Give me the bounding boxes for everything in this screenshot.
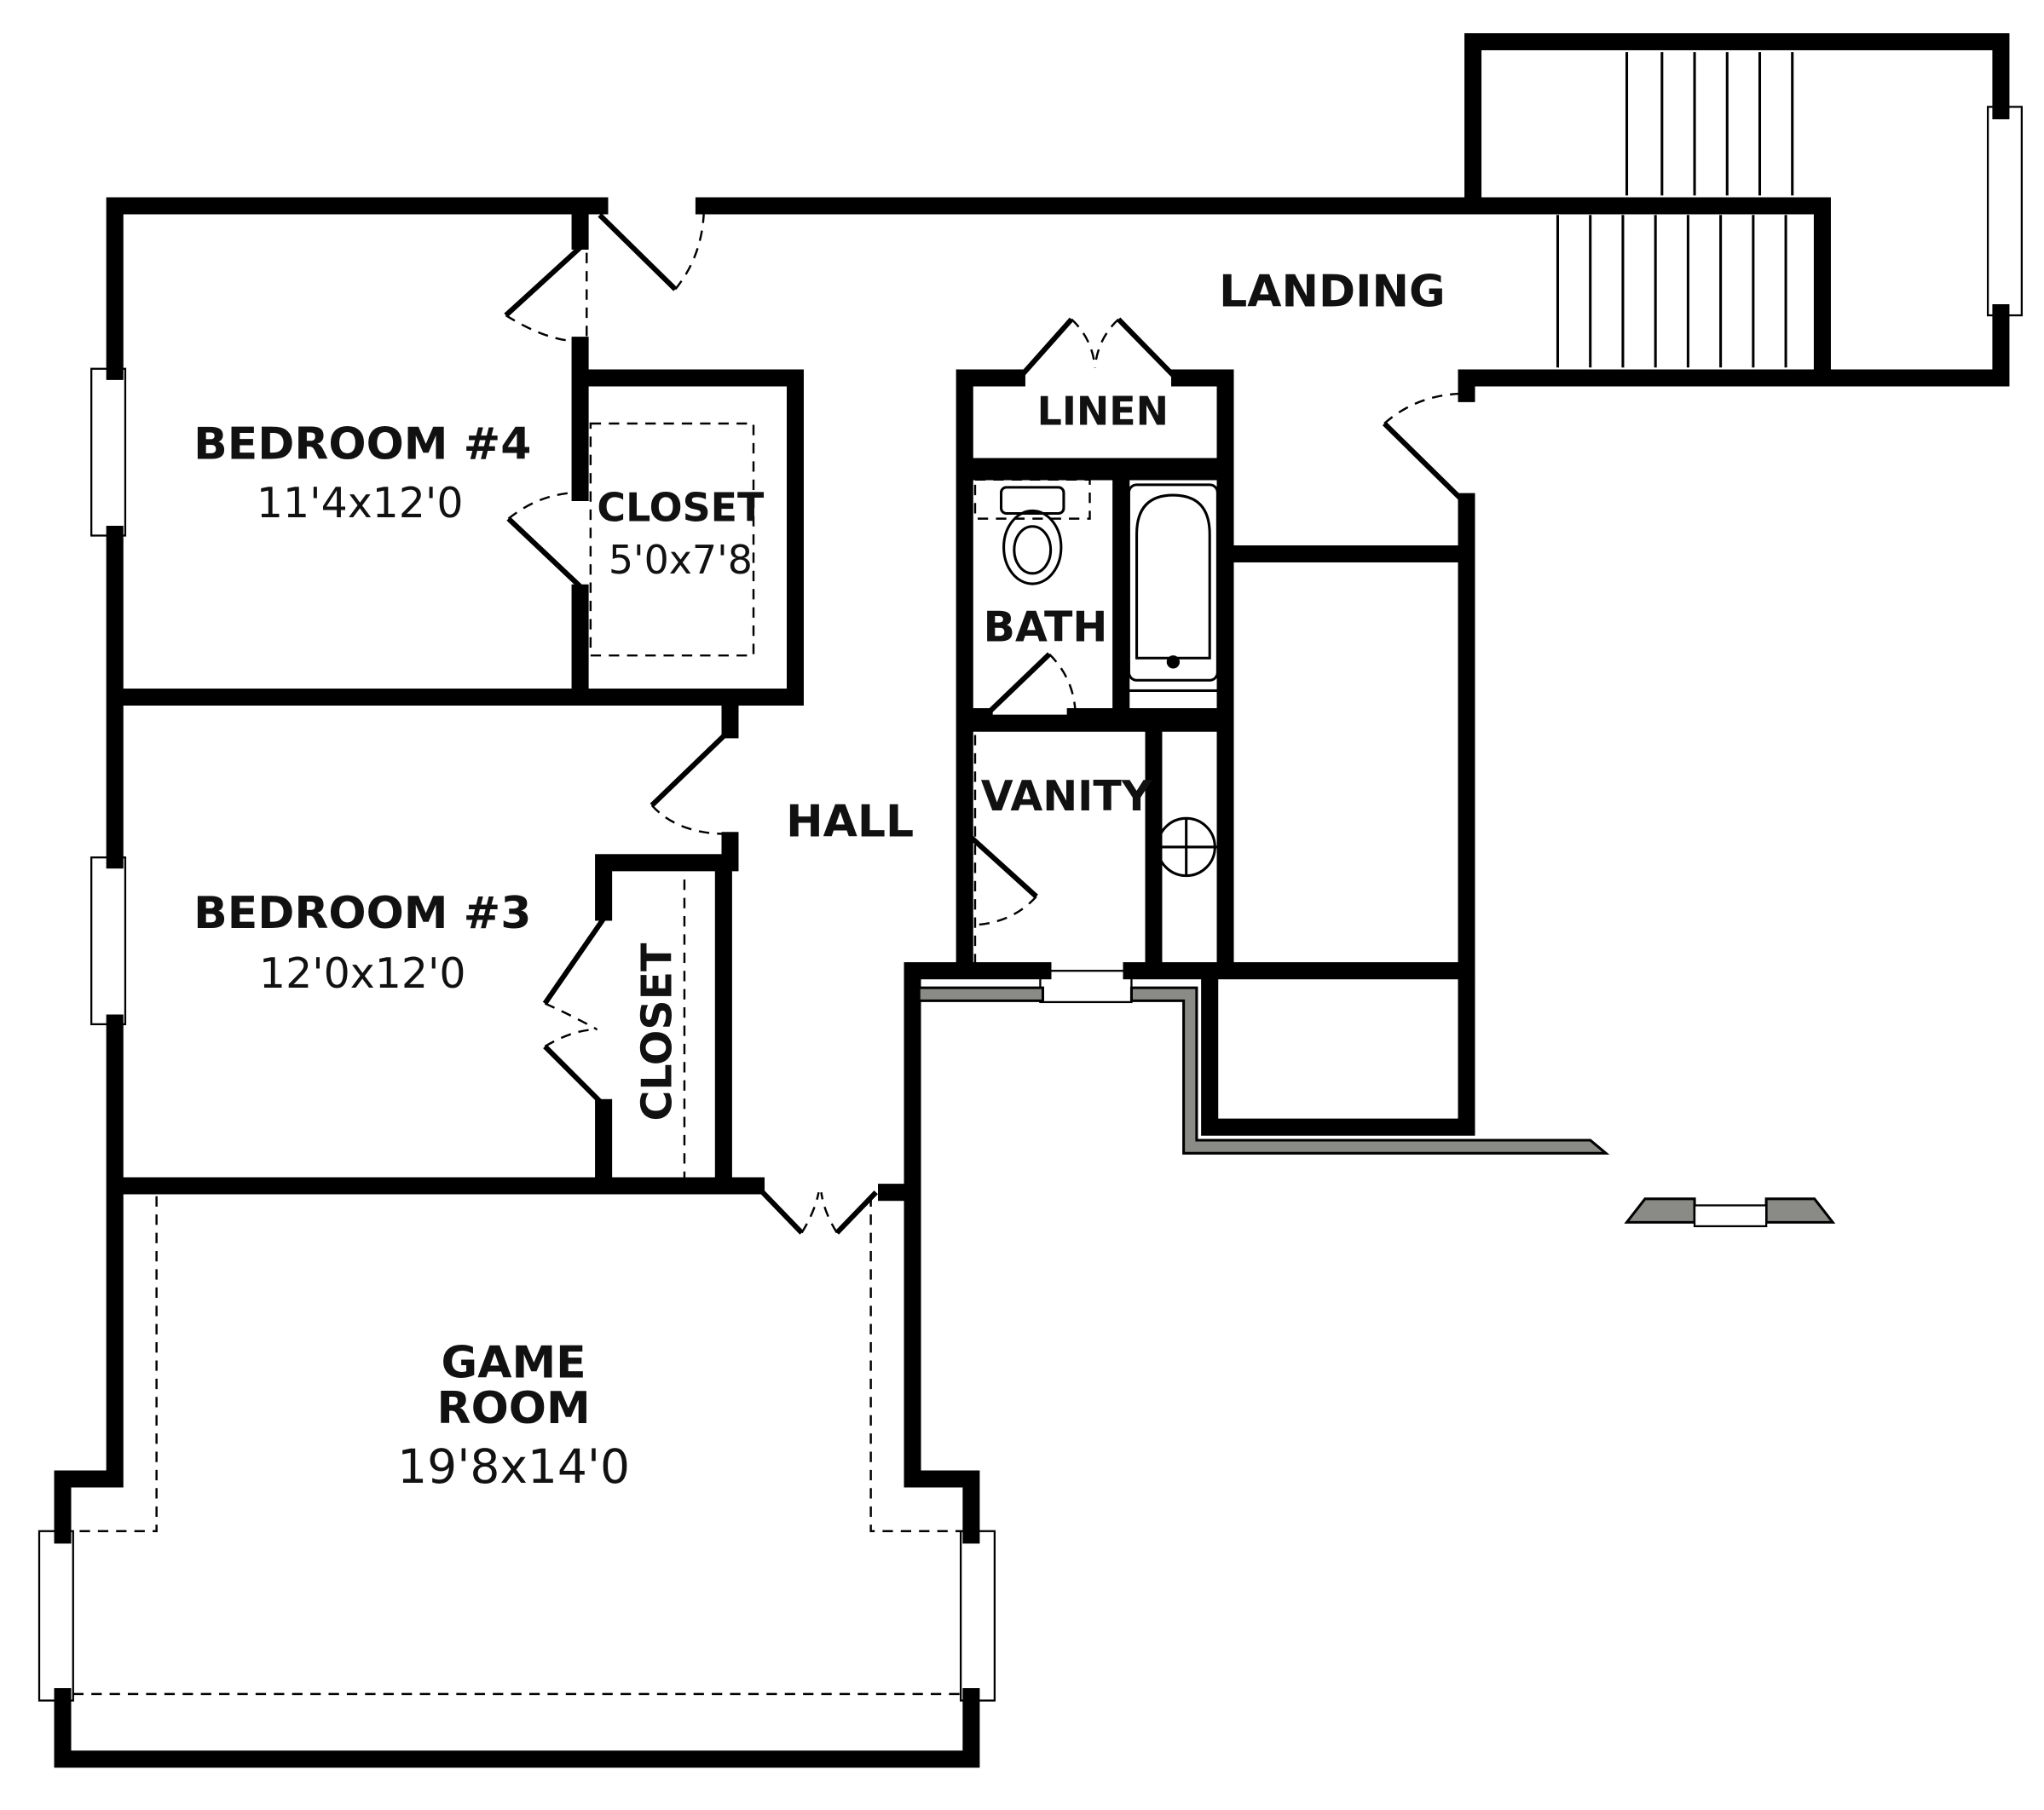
room-label-bedroom4: BEDROOM #4 (193, 418, 531, 470)
room-label-hall: HALL (786, 797, 914, 848)
room-labels: LANDING LINEN BEDROOM #4 11'4x12'0 CLOSE… (193, 266, 1446, 1494)
door-game-a (760, 1190, 804, 1235)
room-label-linen: LINEN (1037, 389, 1169, 435)
room-label-game-room-line2: ROOM (437, 1383, 591, 1434)
door-closet3-b (543, 1044, 606, 1107)
room-label-vanity: VANITY (981, 772, 1152, 821)
room-label-game-room-line1: GAME (442, 1337, 586, 1388)
door-right-closet (1382, 421, 1462, 500)
fixtures (973, 478, 1221, 878)
window-bedroom3 (90, 856, 127, 1026)
door-vanity (965, 832, 1038, 899)
room-size-bedroom3: 12'0x12'0 (259, 949, 466, 998)
door-closet4 (506, 516, 582, 589)
door-linen-b (1116, 317, 1178, 380)
exterior-walls-hatched (917, 986, 1836, 1228)
hatched-wall (1129, 986, 1610, 1155)
window-game-right (959, 1530, 996, 1702)
door-closet3-a (542, 917, 606, 1006)
stairs (1556, 52, 1794, 368)
door-bath (982, 652, 1052, 719)
sink-icon (1156, 816, 1219, 878)
room-label-landing: LANDING (1219, 266, 1446, 317)
doors (504, 205, 1467, 1235)
door-linen-a (1017, 317, 1074, 380)
window-stair (1986, 106, 2024, 317)
window-bedroom4 (90, 367, 127, 537)
toilet-icon (973, 478, 1091, 585)
hatched-wall (1624, 1197, 1696, 1224)
door-landing-entry (598, 213, 678, 291)
hatched-wall (1764, 1197, 1836, 1224)
walls (63, 42, 2010, 1768)
room-label-closet4: CLOSET (597, 485, 765, 531)
bathtub-icon (1122, 483, 1221, 716)
door-game-b (834, 1190, 878, 1235)
room-label-closet3: CLOSET (633, 942, 682, 1121)
door-bedroom3 (650, 734, 725, 808)
room-size-game-room: 19'8x14'0 (397, 1439, 630, 1494)
dashed-lines (72, 218, 977, 1696)
room-label-bedroom3: BEDROOM #3 (193, 888, 531, 939)
room-size-bedroom4: 11'4x12'0 (257, 479, 464, 527)
window-game-left (38, 1530, 74, 1702)
hatched-wall (917, 986, 1044, 1002)
window-bath (1039, 970, 1133, 1004)
window-porch (1693, 1204, 1768, 1228)
room-label-bath: BATH (984, 602, 1108, 651)
door-bedroom4 (504, 245, 582, 318)
room-size-closet4: 5'0x7'8 (609, 537, 753, 583)
